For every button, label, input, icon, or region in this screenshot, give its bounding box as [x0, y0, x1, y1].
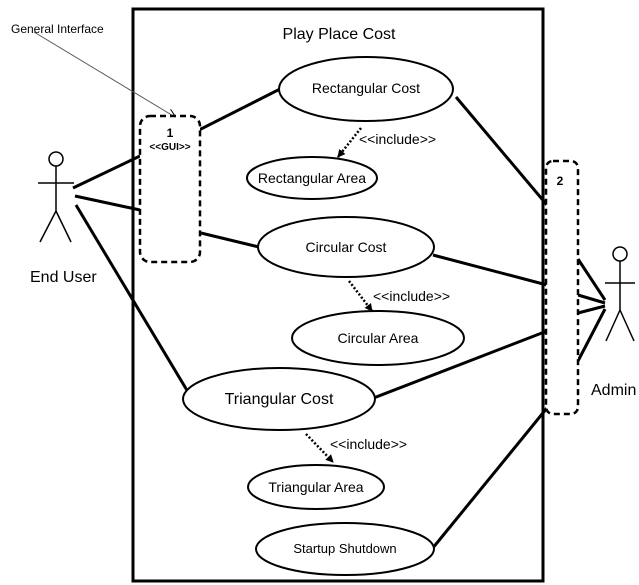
actor-right-leg [619, 309, 635, 342]
use-case-label: Triangular Area [268, 479, 363, 495]
system-title: Play Place Cost [283, 26, 396, 43]
use-case-ellipse [255, 522, 435, 576]
use-case-ellipse [247, 464, 385, 510]
use-case-tri-cost: Triangular Cost [182, 367, 376, 431]
assoc-circcost-admin [432, 253, 548, 287]
use-case-ellipse [291, 310, 465, 366]
assoc-admin-3 [577, 304, 606, 315]
use-case-ellipse [182, 367, 376, 431]
association-lines [72, 86, 607, 550]
use-case-label: Triangular Cost [225, 391, 334, 408]
gui-interface-stereotype: <<GUI>> [149, 142, 190, 153]
use-case-label: Circular Cost [306, 239, 387, 255]
assoc-startup-admin [430, 407, 549, 550]
annotation-pointer [33, 31, 175, 117]
assoc-rectcost-admin [454, 96, 549, 206]
annotation-label: General Interface [11, 22, 104, 36]
assoc-enduser-gui-2 [74, 194, 141, 212]
assoc-enduser-gui-1 [72, 154, 141, 190]
admin-interface-box [544, 159, 580, 416]
use-case-ellipse [246, 156, 378, 200]
assoc-tricost-admin [370, 329, 548, 401]
actor-admin-label: Admin [591, 382, 636, 399]
actor-end-user [38, 151, 74, 243]
assoc-gui-rectcost [198, 86, 283, 132]
use-case-label: Rectangular Cost [312, 80, 420, 96]
use-case-ellipse [278, 56, 454, 122]
actor-left-leg [39, 210, 57, 243]
assoc-gui-circcost [200, 231, 260, 249]
use-case-label: Startup Shutdown [293, 541, 396, 556]
use-case-ellipse [257, 216, 435, 278]
actor-admin [605, 246, 635, 342]
gui-interface: 1 <<GUI>> [138, 114, 202, 264]
gui-interface-box [138, 114, 202, 264]
system-boundary [131, 7, 545, 583]
actor-right-leg [55, 210, 72, 243]
actor-end-user-label: End User [30, 269, 97, 286]
include-label-circ: <<include>> [373, 288, 450, 304]
include-label-rect: <<include>> [359, 131, 436, 147]
use-case-tri-area: Triangular Area [247, 464, 385, 510]
use-case-label: Circular Area [338, 330, 419, 346]
use-case-circ-cost: Circular Cost [257, 216, 435, 278]
assoc-admin-2 [577, 293, 606, 305]
assoc-enduser-tricost [74, 204, 190, 393]
use-case-label: Rectangular Area [258, 170, 366, 186]
include-arrow-tri [305, 433, 334, 463]
use-case-rect-area: Rectangular Area [246, 156, 378, 200]
include-dependencies [305, 127, 373, 463]
use-case-circ-area: Circular Area [291, 310, 465, 366]
use-case-rect-cost: Rectangular Cost [278, 56, 454, 122]
gui-interface-number: 1 [167, 126, 174, 140]
actor-head [48, 151, 64, 167]
admin-interface: 2 [544, 159, 580, 416]
include-label-tri: <<include>> [330, 436, 407, 452]
assoc-admin-4 [576, 308, 607, 362]
include-arrow-rect [337, 127, 362, 158]
actor-left-leg [605, 309, 621, 342]
include-arrow-circ [348, 280, 373, 312]
use-case-startup: Startup Shutdown [255, 522, 435, 576]
actor-head [612, 246, 628, 262]
assoc-admin-1 [576, 258, 607, 301]
admin-interface-number: 2 [557, 174, 564, 188]
